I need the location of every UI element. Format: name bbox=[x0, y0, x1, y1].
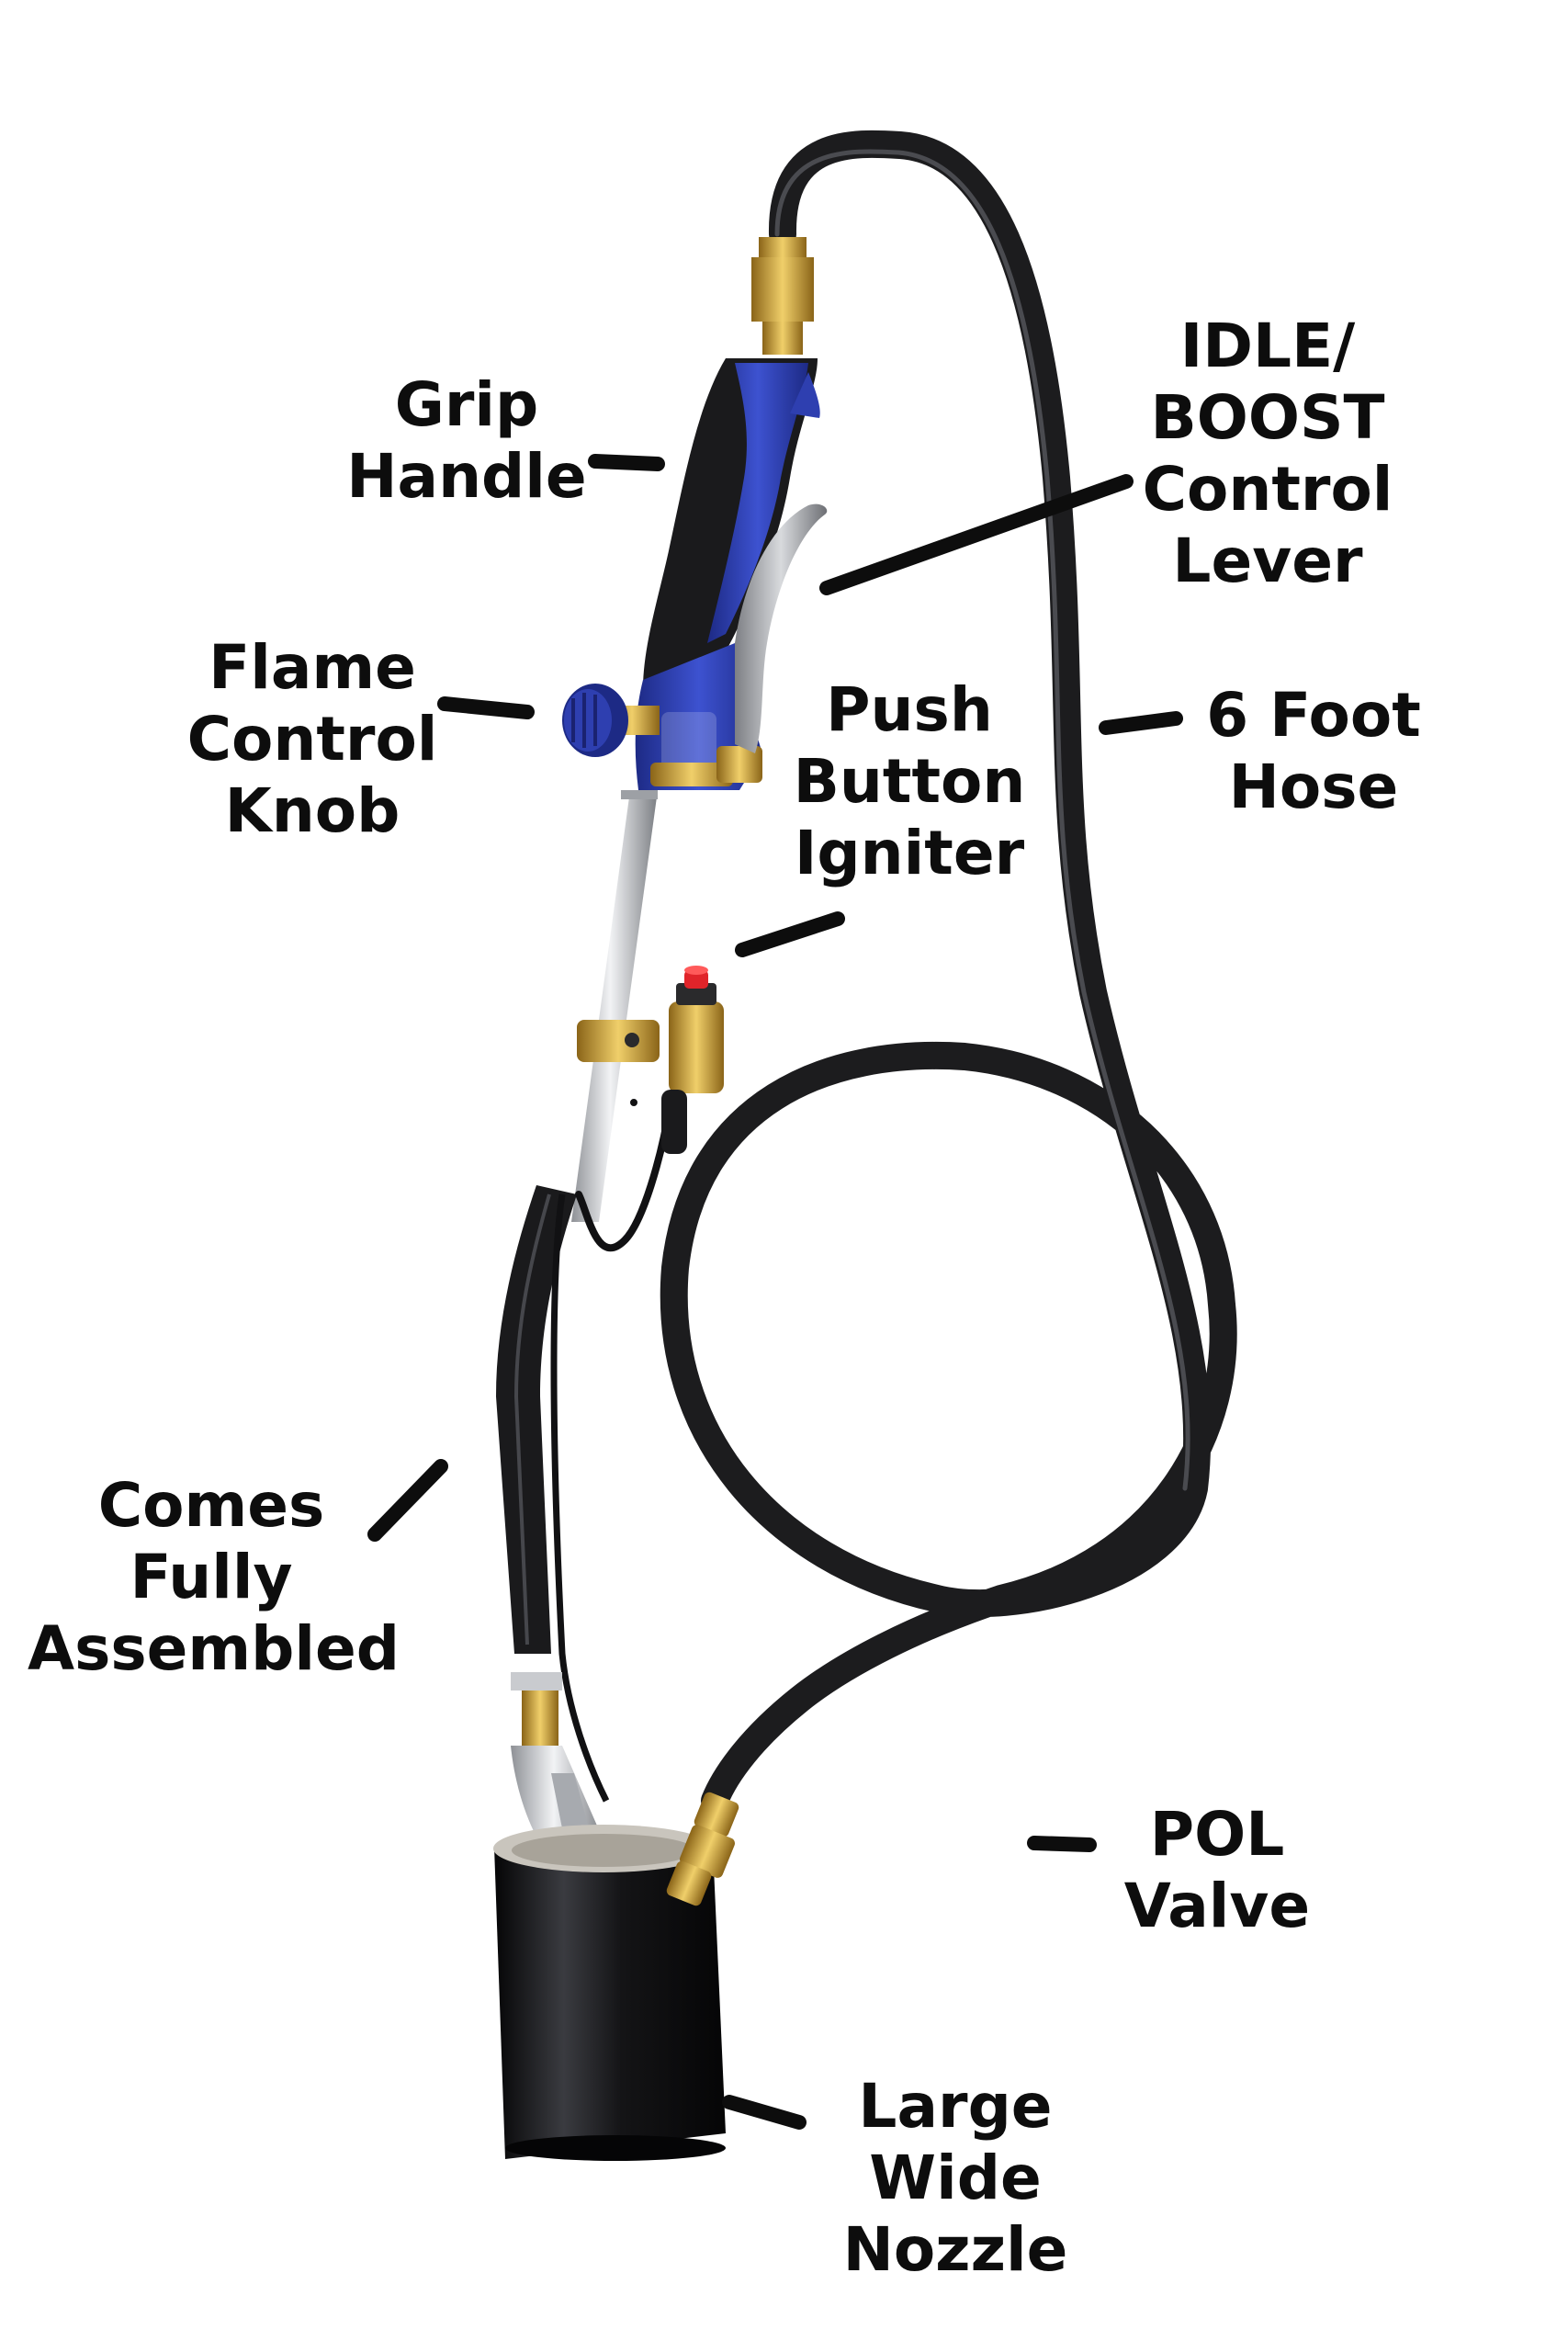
assembled-leader bbox=[367, 1459, 448, 1542]
label-push-button-igniter: Push Button Igniter bbox=[793, 674, 1026, 888]
pol-valve bbox=[666, 1792, 739, 1906]
label-grip-handle: Grip Handle bbox=[346, 369, 587, 512]
flame-control-knob bbox=[562, 684, 660, 757]
grip-handle bbox=[635, 237, 820, 790]
label-hose: 6 Foot Hose bbox=[1206, 680, 1421, 822]
label-fully-assembled: Comes Fully Assembled bbox=[28, 1470, 400, 1684]
torch-tube bbox=[496, 790, 658, 1654]
idle-boost-lever bbox=[735, 503, 828, 753]
label-pol-valve: POL Valve bbox=[1123, 1799, 1311, 1941]
hose bbox=[660, 130, 1237, 1815]
igniter-leader bbox=[735, 911, 845, 957]
lever-leader bbox=[819, 474, 1134, 595]
nozzle-fitting bbox=[511, 1672, 606, 1847]
push-button-igniter bbox=[577, 966, 724, 1154]
callout-lines bbox=[367, 454, 1183, 2130]
nozzle-leader bbox=[722, 2095, 807, 2130]
large-wide-nozzle bbox=[493, 1825, 726, 2161]
knob-leader bbox=[437, 696, 535, 719]
pol-valve-leader bbox=[1027, 1836, 1097, 1852]
label-idle-boost-lever: IDLE/ BOOST Control Lever bbox=[1142, 311, 1393, 596]
grip-handle-leader bbox=[588, 454, 665, 471]
igniter-wire bbox=[575, 1099, 674, 1252]
label-flame-control-knob: Flame Control Knob bbox=[186, 632, 438, 846]
label-nozzle: Large Wide Nozzle bbox=[842, 2071, 1068, 2285]
hose-leader bbox=[1099, 711, 1183, 735]
